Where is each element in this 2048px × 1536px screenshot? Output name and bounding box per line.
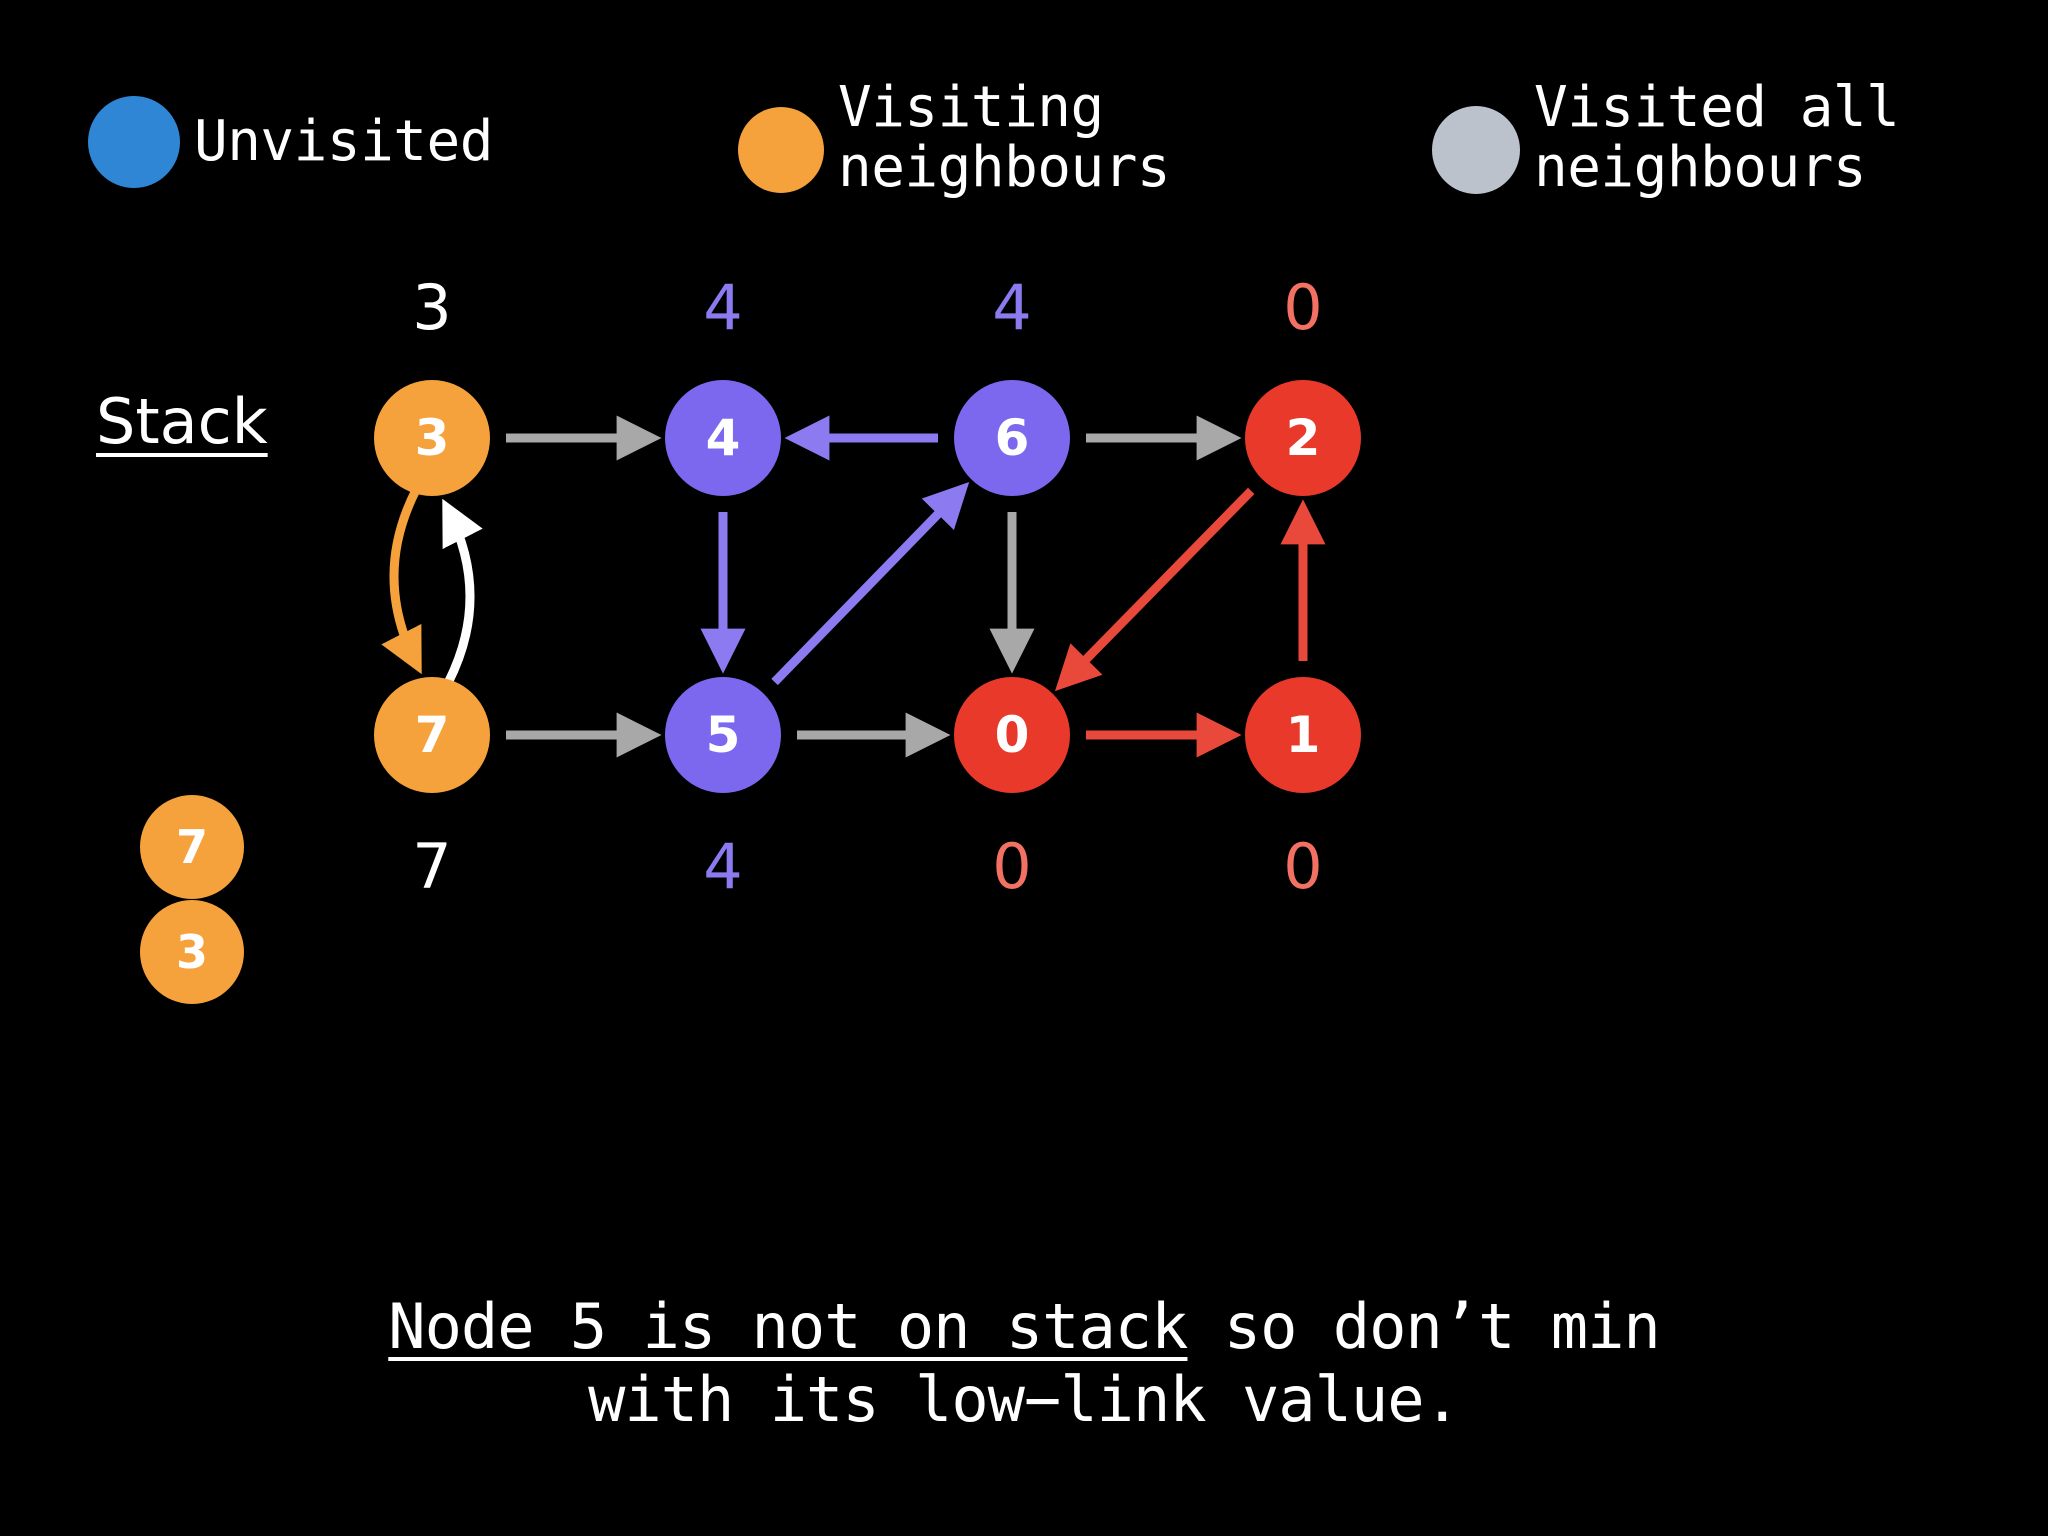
lowlink-label-2: 0 xyxy=(1283,271,1323,344)
legend: Unvisited Visiting neighbours Visited al… xyxy=(0,0,2048,230)
caption-line-2: with its low−link value. xyxy=(588,1363,1461,1437)
legend-label-unvisited: Unvisited xyxy=(194,109,493,175)
graph-node-4[interactable]: 4 xyxy=(665,380,781,496)
caption-underlined: Node 5 is not on stack xyxy=(388,1290,1188,1363)
graph-node-2[interactable]: 2 xyxy=(1245,380,1361,496)
graph-edge-7-to-3 xyxy=(442,498,483,686)
graph-node-1[interactable]: 1 xyxy=(1245,677,1361,793)
stack-item-3: 3 xyxy=(140,900,244,1004)
lowlink-label-7: 7 xyxy=(412,830,452,903)
stack-item-7: 7 xyxy=(140,795,244,899)
legend-label-visited: Visited all neighbours xyxy=(1534,75,1900,200)
graph-edge-5-to-6 xyxy=(771,482,970,686)
legend-dot-unvisited-icon xyxy=(88,96,180,188)
legend-label-visiting: Visiting neighbours xyxy=(838,75,1171,200)
lowlink-label-1: 0 xyxy=(1283,830,1323,903)
legend-item-visiting: Visiting neighbours xyxy=(738,75,1171,200)
graph-edge-2-to-0 xyxy=(1054,487,1255,692)
lowlink-label-6: 4 xyxy=(992,271,1032,344)
graph-node-3[interactable]: 3 xyxy=(374,380,490,496)
caption: Node 5 is not on stack so don’t min with… xyxy=(0,1290,2048,1436)
caption-line-1: Node 5 is not on stack so don’t min xyxy=(0,1290,2048,1363)
graph-node-7[interactable]: 7 xyxy=(374,677,490,793)
legend-item-visited: Visited all neighbours xyxy=(1432,75,1900,200)
lowlink-label-3: 3 xyxy=(412,271,452,344)
caption-rest: so don’t min xyxy=(1187,1290,1661,1363)
graph-node-5[interactable]: 5 xyxy=(665,677,781,793)
lowlink-label-0: 0 xyxy=(992,830,1032,903)
lowlink-label-4: 4 xyxy=(703,271,743,344)
legend-dot-visited-icon xyxy=(1432,105,1520,194)
stack-title: Stack xyxy=(96,385,268,458)
graph-edge-3-to-7 xyxy=(381,487,422,675)
graph-node-0[interactable]: 0 xyxy=(954,677,1070,793)
lowlink-label-5: 4 xyxy=(703,830,743,903)
legend-item-unvisited: Unvisited xyxy=(88,96,493,188)
legend-dot-visiting-icon xyxy=(738,106,824,193)
graph-node-6[interactable]: 6 xyxy=(954,380,1070,496)
